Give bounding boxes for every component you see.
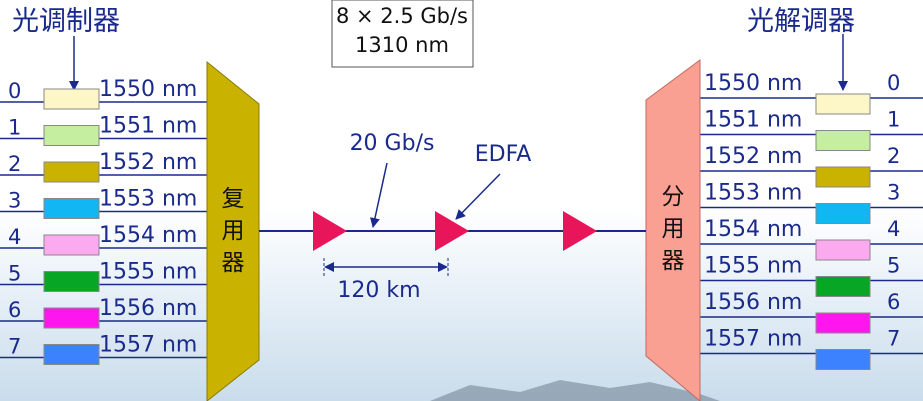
rx-channel-index-2: 2	[887, 144, 900, 168]
multiplexer-shape	[206, 60, 260, 401]
mux-char-2: 用	[222, 218, 245, 244]
rx-channel-index-4: 4	[887, 217, 900, 241]
modulator-5	[43, 271, 100, 292]
demodulator-title: 光解调器	[747, 6, 855, 37]
transmitter-channels: 0 1550 nm 1 1551 nm 2 1552 nm 3 1553 nm 4 1554 nm…	[0, 77, 207, 365]
tx-wavelength-7: 1557 nm	[99, 333, 197, 358]
demodulator-4	[815, 239, 871, 261]
modulator-4	[43, 234, 100, 256]
amplifier-1	[313, 211, 347, 251]
modulator-1	[43, 125, 100, 146]
tx-wavelength-2: 1552 nm	[99, 150, 197, 175]
tx-channel-index-5: 5	[8, 262, 21, 286]
mux-char-1: 复	[222, 186, 245, 212]
rx-wavelength-4: 1554 nm	[704, 217, 802, 242]
demodulator-5	[815, 276, 871, 297]
demux-char-3: 器	[662, 248, 685, 274]
rx-wavelength-6: 1556 nm	[704, 290, 802, 315]
link-rate-arrow	[370, 162, 388, 228]
tx-wavelength-0: 1550 nm	[99, 77, 197, 102]
multiplexer: 复 用 器	[206, 60, 260, 401]
span-length-label: 120 km	[337, 278, 420, 303]
amplifier-2	[435, 211, 469, 251]
tx-channel-index-0: 0	[8, 79, 21, 103]
mux-char-3: 器	[222, 250, 245, 276]
background-landscape	[430, 380, 720, 401]
tx-wavelength-5: 1555 nm	[99, 260, 197, 285]
tx-channel-index-7: 7	[8, 335, 21, 359]
modulator-3	[43, 198, 100, 219]
rx-wavelength-1: 1551 nm	[704, 108, 802, 133]
rx-channel-index-1: 1	[887, 108, 900, 132]
tx-channel-index-4: 4	[8, 225, 21, 249]
rx-wavelength-2: 1552 nm	[704, 144, 802, 169]
rx-channel-index-7: 7	[887, 327, 900, 351]
demodulator-6	[815, 312, 871, 334]
rx-channel-index-0: 0	[887, 71, 900, 95]
tx-channel-index-6: 6	[8, 298, 21, 322]
edfa-label: EDFA	[475, 142, 532, 167]
modulator-0	[43, 88, 100, 110]
receiver-channels: 1550 nm 0 1551 nm 1 1552 nm 2 1553 nm 3 1554 nm 4…	[700, 71, 923, 370]
demodulator-0	[815, 93, 871, 115]
rx-channel-index-5: 5	[887, 254, 900, 278]
span-dimension	[323, 258, 449, 276]
tx-channel-index-3: 3	[8, 189, 21, 213]
modulator-2	[43, 161, 100, 183]
demodulator-7	[815, 349, 871, 370]
modulator-6	[43, 307, 100, 329]
tx-channel-index-2: 2	[8, 152, 21, 176]
tx-wavelength-4: 1554 nm	[99, 223, 197, 248]
tx-wavelength-6: 1556 nm	[99, 296, 197, 321]
rx-channel-index-3: 3	[887, 181, 900, 205]
demux-char-1: 分	[662, 184, 685, 210]
demodulator-2	[815, 166, 871, 188]
edfa-arrow	[455, 173, 501, 220]
demux-char-2: 用	[662, 216, 685, 242]
demodulator-1	[815, 130, 871, 151]
tx-wavelength-1: 1551 nm	[99, 114, 197, 139]
amplifier-3	[563, 211, 597, 251]
modulator-7	[43, 344, 100, 365]
rx-wavelength-3: 1553 nm	[704, 181, 802, 206]
demultiplexer: 分 用 器	[645, 59, 701, 401]
info-box: 8 × 2.5 Gb/s 1310 nm	[331, 0, 474, 68]
tx-channel-index-1: 1	[8, 116, 21, 140]
rx-wavelength-5: 1555 nm	[704, 254, 802, 279]
info-box-rate: 8 × 2.5 Gb/s	[336, 4, 468, 28]
rx-wavelength-0: 1550 nm	[704, 71, 802, 96]
link-rate-label: 20 Gb/s	[350, 131, 435, 156]
demodulator-3	[815, 203, 871, 224]
rx-channel-index-6: 6	[887, 290, 900, 314]
demultiplexer-shape	[645, 59, 701, 401]
rx-wavelength-7: 1557 nm	[704, 327, 802, 352]
info-box-wavelength: 1310 nm	[355, 33, 449, 57]
modulator-title: 光调制器	[12, 6, 120, 37]
tx-wavelength-3: 1553 nm	[99, 187, 197, 212]
